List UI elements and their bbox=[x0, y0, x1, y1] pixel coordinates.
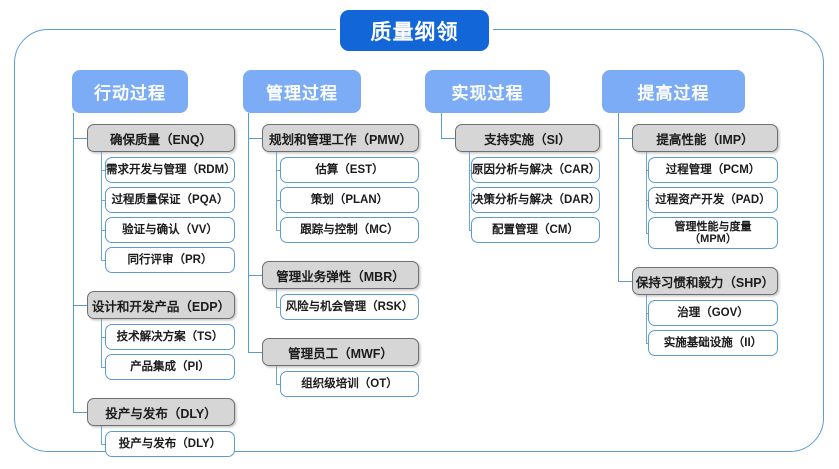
leaf-box-提高过程-1-1: 过程管理（PCM） bbox=[648, 157, 778, 183]
column-header-1: 行动过程 bbox=[72, 70, 188, 113]
connector-leaf-stub bbox=[101, 200, 105, 202]
leaf-box-管理过程-1-1: 估算（EST） bbox=[280, 157, 419, 183]
diagram-title: 质量纲领 bbox=[340, 10, 489, 51]
group-box-提高过程-2: 保持习惯和毅力（SHP） bbox=[632, 267, 778, 295]
leaf-box-提高过程-1-3: 管理性能与度量（MPM） bbox=[648, 217, 778, 249]
connector-leaf-stub bbox=[276, 384, 280, 386]
leaf-box-行动过程-2-1: 技术解决方案（TS） bbox=[105, 324, 235, 350]
leaf-box-行动过程-3-1: 投产与发布（DLY） bbox=[105, 431, 235, 457]
leaf-box-实现过程-1-3: 配置管理（CM） bbox=[471, 217, 600, 243]
column-header-3: 实现过程 bbox=[425, 70, 550, 113]
connector-sub-trunk bbox=[101, 426, 103, 444]
group-box-提高过程-1: 提高性能（IMP） bbox=[632, 124, 778, 152]
connector-trunk-stub bbox=[73, 138, 87, 140]
leaf-box-行动过程-1-2: 过程质量保证（PQA） bbox=[105, 187, 235, 213]
connector-sub-trunk bbox=[101, 152, 103, 260]
leaf-box-管理过程-2-1: 风险与机会管理（RSK） bbox=[280, 294, 419, 320]
connector-trunk-stub bbox=[618, 138, 632, 140]
connector-leaf-stub bbox=[101, 444, 105, 446]
connector-trunk-stub bbox=[248, 352, 262, 354]
connector-leaf-stub bbox=[101, 170, 105, 172]
connector-leaf-stub bbox=[276, 307, 280, 309]
group-box-管理过程-2: 管理业务弹性（MBR） bbox=[262, 261, 419, 289]
connector-trunk-stub bbox=[618, 281, 632, 283]
group-box-管理过程-1: 规划和管理工作（PMW） bbox=[262, 124, 419, 152]
connector-sub-trunk bbox=[276, 152, 278, 230]
leaf-box-实现过程-1-2: 决策分析与解决（DAR） bbox=[471, 187, 600, 213]
connector-leaf-stub bbox=[276, 200, 280, 202]
connector-main-trunk bbox=[248, 113, 250, 352]
leaf-box-提高过程-1-2: 过程资产开发（PAD） bbox=[648, 187, 778, 213]
group-box-管理过程-3: 管理员工（MWF） bbox=[262, 338, 419, 366]
connector-leaf-stub bbox=[101, 367, 105, 369]
group-box-实现过程-1: 支持实施（SI） bbox=[455, 124, 600, 152]
connector-leaf-stub bbox=[101, 230, 105, 232]
connector-leaf-stub bbox=[469, 230, 471, 232]
leaf-box-行动过程-2-2: 产品集成（PI） bbox=[105, 354, 235, 380]
leaf-box-行动过程-1-4: 同行评审（PR） bbox=[105, 247, 235, 273]
leaf-box-管理过程-3-1: 组织级培训（OT） bbox=[280, 371, 419, 397]
column-header-2: 管理过程 bbox=[243, 70, 361, 113]
connector-sub-trunk bbox=[276, 366, 278, 384]
connector-leaf-stub bbox=[101, 260, 105, 262]
connector-main-trunk bbox=[618, 113, 620, 281]
connector-trunk-stub bbox=[73, 412, 87, 414]
connector-trunk-stub bbox=[248, 275, 262, 277]
connector-leaf-stub bbox=[276, 170, 280, 172]
connector-sub-trunk bbox=[101, 319, 103, 367]
leaf-box-行动过程-1-1: 需求开发与管理（RDM） bbox=[105, 157, 236, 183]
connector-main-trunk bbox=[441, 113, 443, 138]
connector-trunk-stub bbox=[248, 138, 262, 140]
connector-leaf-stub bbox=[101, 337, 105, 339]
leaf-box-管理过程-1-3: 跟踪与控制（MC） bbox=[280, 217, 419, 243]
connector-main-trunk bbox=[73, 113, 75, 412]
group-box-行动过程-2: 设计和开发产品（EDP） bbox=[87, 291, 235, 319]
connector-sub-trunk bbox=[646, 152, 648, 233]
leaf-box-管理过程-1-2: 策划（PLAN） bbox=[280, 187, 419, 213]
connector-trunk-stub bbox=[441, 138, 455, 140]
leaf-box-提高过程-2-1: 治理（GOV） bbox=[648, 300, 778, 326]
leaf-box-实现过程-1-1: 原因分析与解决（CAR） bbox=[471, 157, 600, 183]
column-header-4: 提高过程 bbox=[602, 70, 745, 113]
group-box-行动过程-1: 确保质量（ENQ） bbox=[87, 124, 235, 152]
connector-sub-trunk bbox=[469, 152, 471, 230]
connector-sub-trunk bbox=[276, 289, 278, 307]
leaf-box-行动过程-1-3: 验证与确认（VV） bbox=[105, 217, 235, 243]
connector-leaf-stub bbox=[646, 233, 648, 235]
leaf-box-提高过程-2-2: 实施基础设施（II） bbox=[648, 330, 778, 356]
group-box-行动过程-3: 投产与发布（DLY） bbox=[87, 398, 235, 426]
connector-leaf-stub bbox=[646, 343, 648, 345]
connector-sub-trunk bbox=[646, 295, 648, 343]
connector-leaf-stub bbox=[276, 230, 280, 232]
connector-trunk-stub bbox=[73, 305, 87, 307]
